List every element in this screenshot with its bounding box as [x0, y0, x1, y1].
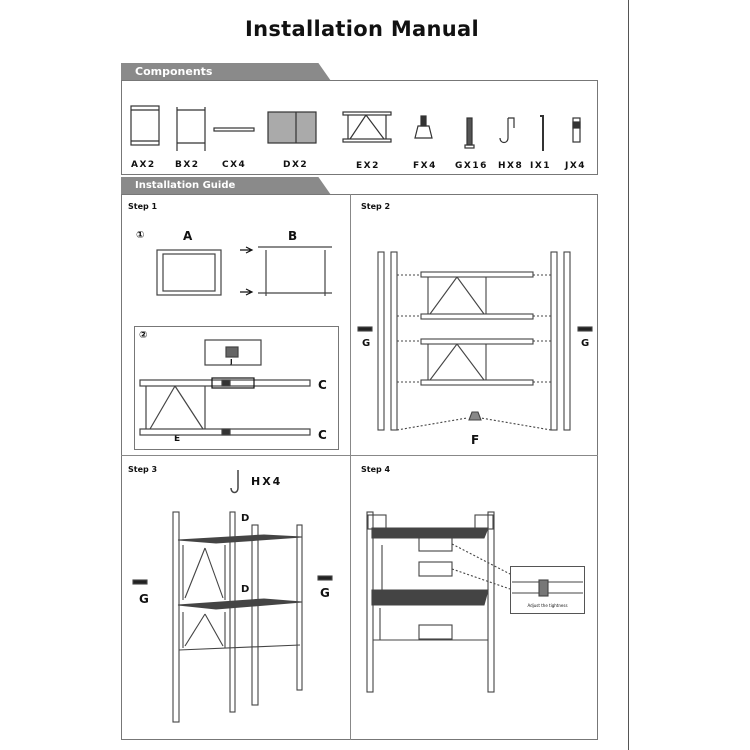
guide-panel [121, 194, 598, 740]
substep-1: ① [136, 230, 145, 241]
part-h [499, 117, 515, 144]
part-f [414, 115, 433, 139]
part-j [572, 117, 581, 143]
label-c: CX4 [222, 160, 247, 170]
step2-f: F [471, 433, 480, 447]
step1-e: E [174, 434, 181, 444]
step3-g-right: G [320, 586, 330, 600]
part-i [540, 115, 544, 151]
substep-2: ② [139, 330, 148, 341]
step-2-label: Step 2 [361, 202, 391, 211]
adjust-note: Adjust the tightness [527, 603, 568, 608]
components-panel [121, 80, 598, 175]
step1-c1: C [318, 378, 327, 392]
label-e: EX2 [356, 161, 380, 171]
label-a: AX2 [131, 160, 156, 170]
step3-hx4: HX4 [251, 475, 283, 488]
step-4-label: Step 4 [361, 465, 391, 474]
margin-line [628, 0, 629, 750]
step1-b: B [288, 229, 298, 243]
detail-inset [510, 566, 585, 614]
substep-2-box [134, 326, 339, 450]
page-title: Installation Manual [244, 17, 479, 41]
part-g [464, 117, 475, 149]
label-i: IX1 [530, 161, 552, 171]
step1-j: J [230, 358, 233, 366]
step3-d1: D [241, 513, 250, 524]
part-a [130, 105, 160, 146]
step2-g-right: G [581, 338, 590, 349]
part-b [176, 107, 206, 151]
step1-c2: C [318, 428, 327, 442]
step-3-label: Step 3 [128, 465, 158, 474]
label-d: DX2 [283, 160, 309, 170]
divider-v [350, 194, 351, 740]
step3-g-left: G [139, 592, 149, 606]
step1-a: A [183, 229, 193, 243]
guide-header: Installation Guide [121, 177, 331, 195]
part-c [213, 127, 255, 132]
label-h: HX8 [498, 161, 524, 171]
label-j: JX4 [565, 161, 587, 171]
part-e [342, 111, 392, 143]
step3-d2: D [241, 584, 250, 595]
label-b: BX2 [175, 160, 200, 170]
components-header: Components [121, 63, 331, 81]
step2-g-left: G [362, 338, 371, 349]
step-1-label: Step 1 [128, 202, 158, 211]
divider-h [121, 455, 598, 456]
part-d [267, 111, 317, 144]
label-g: GX16 [455, 161, 488, 171]
label-f: FX4 [413, 161, 437, 171]
